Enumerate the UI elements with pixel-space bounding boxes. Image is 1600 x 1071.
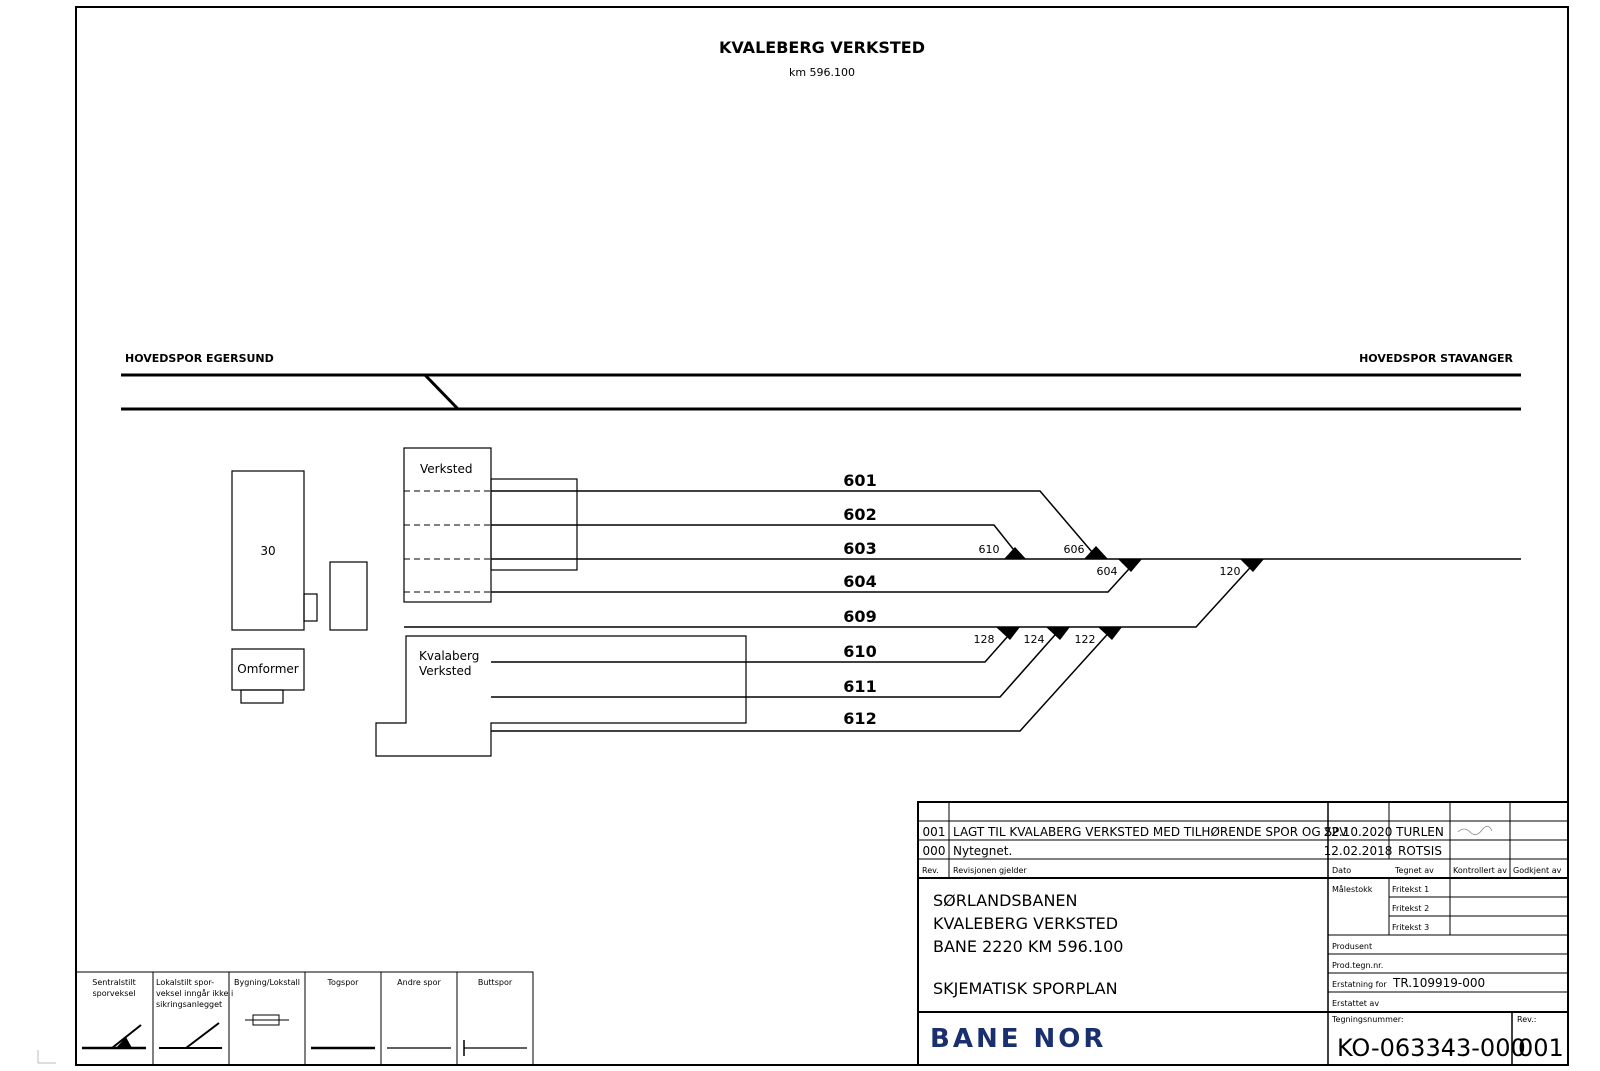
switch-label: 604 <box>1097 565 1118 578</box>
switch-604-marker <box>1118 559 1142 572</box>
drawing-frame <box>75 6 1569 1066</box>
small-building <box>329 561 368 631</box>
field-fritekst-3: Fritekst 3 <box>1392 923 1429 932</box>
rev-date: 12.02.2018 <box>1324 844 1393 858</box>
switch-label: 124 <box>1024 633 1045 646</box>
rev-number: 000 <box>923 844 946 858</box>
header-checked: Kontrollert av <box>1453 866 1507 875</box>
switch-label: 120 <box>1220 565 1241 578</box>
track-609-line <box>404 558 1259 628</box>
rev-number: 001 <box>923 825 946 839</box>
switch-610-marker <box>1004 547 1026 559</box>
track-604-line <box>491 558 1139 593</box>
header-rev: Rev. <box>922 866 939 875</box>
rev-description: LAGT TIL KVALABERG VERKSTED MED TILHØREN… <box>953 825 1348 839</box>
track-602-line <box>491 524 1022 560</box>
switch-124-marker <box>1046 627 1070 640</box>
switch-122-marker <box>1098 627 1122 640</box>
field-rev-label: Rev.: <box>1517 1015 1536 1024</box>
field-replaces-value: TR.109919-000 <box>1392 976 1485 990</box>
main-line-left-label: HOVEDSPOR EGERSUND <box>125 352 274 365</box>
field-fritekst-2: Fritekst 2 <box>1392 904 1429 913</box>
legend-label: Buttspor <box>478 978 513 987</box>
track-611-line <box>491 626 1063 698</box>
company-logo: BANE NOR <box>930 1024 1106 1054</box>
track-label: 610 <box>843 642 876 661</box>
switch-label: 610 <box>979 543 1000 556</box>
rev-date: 22.10.2020 <box>1324 825 1393 839</box>
project-line-4: SKJEMATISK SPORPLAN <box>933 979 1118 998</box>
track-601-line <box>491 490 1099 560</box>
track-label: 609 <box>843 607 876 626</box>
legend-label: sporveksel <box>92 989 135 998</box>
header-drawn: Tegnet av <box>1394 866 1434 875</box>
project-line-1: SØRLANDSBANEN <box>933 891 1078 910</box>
building-omformer-label: Omformer <box>237 662 298 676</box>
switch-label: 606 <box>1064 543 1085 556</box>
field-replaced-by: Erstattet av <box>1332 999 1379 1008</box>
legend-label: Andre spor <box>397 978 441 987</box>
field-fritekst-1: Fritekst 1 <box>1392 885 1429 894</box>
legend-label: Lokalstilt spor- <box>156 978 214 987</box>
signature-stamp <box>1457 825 1493 835</box>
switch-128-marker <box>996 627 1020 640</box>
header-approved: Godkjent av <box>1513 866 1562 875</box>
rev-description: Nytegnet. <box>953 844 1012 858</box>
drawing-number: KO-063343-000 <box>1337 1034 1526 1062</box>
track-610-line <box>491 626 1017 663</box>
track-label: 601 <box>843 471 876 490</box>
legend-label: sikringsanlegget <box>156 1000 222 1009</box>
field-drawing-no-label: Tegningsnummer: <box>1331 1015 1404 1024</box>
project-line-3: BANE 2220 KM 596.100 <box>933 937 1123 956</box>
drawing-title: KVALEBERG VERKSTED <box>719 38 925 57</box>
drawing-km: km 596.100 <box>789 66 855 79</box>
building-30 <box>231 470 305 631</box>
rev-drawn-by: TURLEN <box>1395 825 1444 839</box>
drawing-rev: 001 <box>1518 1034 1564 1062</box>
main-line-right-label: HOVEDSPOR STAVANGER <box>1359 352 1513 365</box>
track-label: 603 <box>843 539 876 558</box>
header-date: Dato <box>1332 866 1351 875</box>
track-612-line <box>491 626 1115 732</box>
track-label: 612 <box>843 709 876 728</box>
legend-label: Bygning/Lokstall <box>234 978 300 987</box>
legend-box <box>75 971 534 1066</box>
track-label: 602 <box>843 505 876 524</box>
building-kvaleberg-verksted <box>375 635 747 757</box>
field-replaces: Erstatning for <box>1332 980 1387 989</box>
legend-symbols <box>82 1014 527 1056</box>
track-label: 611 <box>843 677 876 696</box>
legend-label: Sentralstilt <box>92 978 136 987</box>
switch-label: 128 <box>974 633 995 646</box>
field-prod-no: Prod.tegn.nr. <box>1332 961 1383 970</box>
title-block <box>917 801 1569 1066</box>
project-line-2: KVALEBERG VERKSTED <box>933 914 1118 933</box>
building-30-annex <box>303 593 318 622</box>
switch-606-marker <box>1084 546 1108 559</box>
building-kvaleberg-label-2: Verksted <box>419 664 472 678</box>
legend-label: veksel inngår ikke i <box>156 988 233 998</box>
header-applies: Revisjonen gjelder <box>953 866 1027 875</box>
track-label: 604 <box>843 572 876 591</box>
field-scale: Målestokk <box>1332 884 1373 894</box>
building-verksted-label: Verksted <box>420 462 473 476</box>
switch-120-marker <box>1240 559 1264 572</box>
field-producer: Produsent <box>1332 942 1372 951</box>
rev-drawn-by: ROTSIS <box>1398 844 1442 858</box>
building-30-label: 30 <box>260 544 275 558</box>
legend-label: Togspor <box>327 978 360 987</box>
omformer-annex <box>240 689 284 704</box>
main-crossover <box>423 373 460 411</box>
switch-label: 122 <box>1075 633 1096 646</box>
building-kvaleberg-label-1: Kvalaberg <box>419 649 479 663</box>
